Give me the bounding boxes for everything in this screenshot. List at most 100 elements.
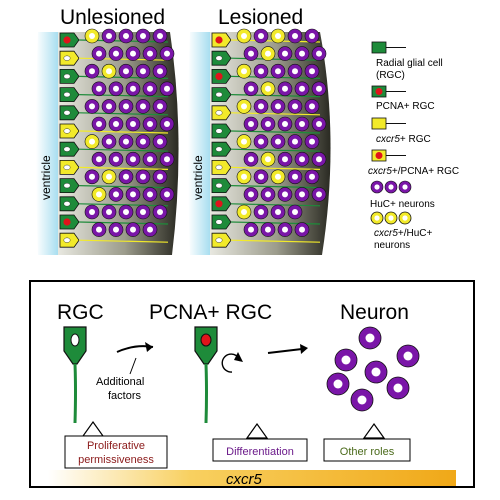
cxcr5-huc-neuron <box>236 169 252 185</box>
neuron-cluster <box>326 326 420 412</box>
huc-neuron <box>260 187 276 202</box>
huc-neuron <box>159 116 175 132</box>
huc-neuron <box>152 99 168 114</box>
huc-neuron <box>159 151 175 167</box>
cxcr5-huc-neuron <box>236 28 252 44</box>
huc-neuron <box>135 169 151 185</box>
huc-neuron <box>142 46 158 61</box>
huc-neuron <box>311 116 327 132</box>
huc-neuron <box>243 116 259 132</box>
arrow-pcna-to-neuron <box>267 344 308 354</box>
huc-neuron <box>260 116 276 132</box>
huc-neuron <box>304 134 320 149</box>
huc-neuron <box>118 134 134 149</box>
huc-neuron <box>125 222 141 237</box>
huc-neuron <box>294 222 310 237</box>
huc-neuron <box>294 151 310 167</box>
huc-neuron <box>304 28 320 44</box>
huc-neuron <box>277 81 293 97</box>
huc-neuron <box>84 63 100 79</box>
neuron <box>364 360 388 384</box>
huc-neuron <box>277 151 293 167</box>
huc-neuron <box>311 151 327 167</box>
huc-neuron <box>152 134 168 149</box>
huc-neuron <box>243 187 259 202</box>
huc-neuron <box>152 28 168 44</box>
cxcr5-huc-neuron <box>101 169 117 185</box>
legend-rgc-line1: Radial glial cell <box>376 58 443 69</box>
huc-neuron <box>142 187 158 202</box>
huc-neuron <box>135 28 151 44</box>
neuron <box>386 376 410 400</box>
huc-neuron <box>243 151 259 167</box>
radial-glial-cell <box>59 196 169 212</box>
proliferative-line1: Proliferative <box>87 440 145 452</box>
huc-neuron <box>91 46 107 61</box>
pcna-rgc-cell <box>194 326 218 424</box>
radial-glial-cell <box>59 160 169 175</box>
huc-neuron <box>118 63 134 79</box>
radial-glial-cell <box>211 232 321 248</box>
radial-glial-cell <box>211 123 321 139</box>
role-other: Other roles <box>323 422 411 462</box>
legend-huc-label: HuC+ neurons <box>370 199 435 210</box>
cxcr5-huc-neuron <box>260 46 276 61</box>
rgc-label: RGC <box>57 301 104 324</box>
huc-neuron <box>118 28 134 44</box>
huc-neuron <box>91 222 107 237</box>
huc-neuron <box>108 81 124 97</box>
huc-neuron <box>91 81 107 97</box>
huc-neuron <box>101 204 117 220</box>
legend-huc-icons <box>370 180 412 194</box>
huc-neuron <box>253 169 269 185</box>
huc-neuron <box>277 187 293 202</box>
huc-neuron <box>108 222 124 237</box>
ventricle-label-lesioned: ventricle <box>191 155 205 200</box>
huc-neuron <box>108 116 124 132</box>
huc-neuron <box>108 187 124 202</box>
huc-neuron <box>101 134 117 149</box>
huc-neuron <box>277 116 293 132</box>
huc-neuron <box>142 222 158 237</box>
huc-neuron <box>311 187 327 202</box>
additional-factors-line1: Additional <box>96 376 144 388</box>
huc-neuron <box>311 46 327 61</box>
huc-neuron <box>277 46 293 61</box>
neuron <box>334 348 358 372</box>
legend-cxcr5-huc-line2: neurons <box>374 240 410 251</box>
radial-glial-cell <box>59 105 169 121</box>
radial-glial-cell <box>59 232 169 248</box>
rgc-cell <box>63 326 87 424</box>
cxcr5-gradient-label: cxcr5 <box>226 471 262 488</box>
legend: Radial glial cell (RGC) PCNA+ RGC cxcr5+… <box>368 41 459 251</box>
legend-cxcr5-pcna-label: cxcr5+/PCNA+ RGC <box>368 166 459 177</box>
arrow-rgc-to-pcna <box>116 342 154 353</box>
huc-neuron <box>287 169 303 185</box>
legend-cxcr5-icon <box>371 117 406 130</box>
huc-neuron <box>159 46 175 61</box>
radial-glial-cell <box>59 141 169 157</box>
ventricle-region <box>36 32 58 255</box>
huc-neuron <box>287 99 303 114</box>
huc-neuron <box>135 204 151 220</box>
lesioned-tissue: ventricle <box>188 28 331 255</box>
huc-neuron <box>253 63 269 79</box>
cxcr5-huc-neuron <box>260 81 276 97</box>
cxcr5-huc-neuron <box>91 187 107 202</box>
cxcr5-huc-neuron <box>236 204 252 220</box>
huc-neuron <box>294 81 310 97</box>
radial-glial-cell <box>211 160 321 175</box>
huc-neuron <box>91 151 107 167</box>
huc-neuron <box>118 204 134 220</box>
cxcr5-huc-neuron <box>84 134 100 149</box>
huc-neuron <box>243 81 259 97</box>
huc-neuron <box>294 187 310 202</box>
cxcr5-huc-neuron <box>236 134 252 149</box>
legend-cxcr5-huc-label: cxcr5+/HuC+ <box>374 228 433 239</box>
cxcr5-huc-neuron <box>84 28 100 44</box>
radial-glial-cell <box>59 178 169 193</box>
huc-neuron <box>294 116 310 132</box>
legend-cxcr5-huc-icons <box>370 211 412 225</box>
huc-neuron <box>270 99 286 114</box>
huc-neuron <box>125 151 141 167</box>
